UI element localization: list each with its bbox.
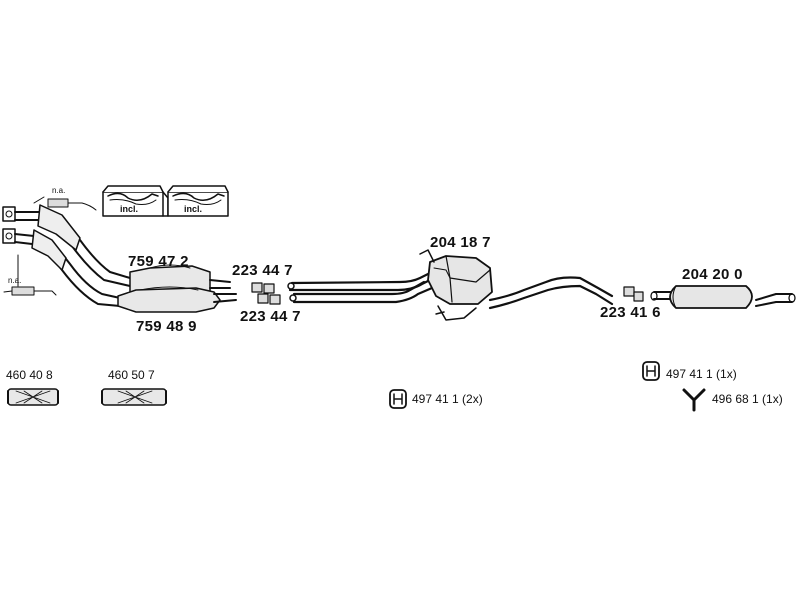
flex-pipe-460408	[7, 388, 59, 406]
part-number-204187: 204 18 7	[430, 234, 491, 251]
part-number-497411-1x: 497 41 1 (1x)	[666, 367, 737, 381]
clamp-223447	[251, 282, 281, 305]
rear-silencer-204200	[650, 285, 796, 309]
label-incl-2: incl.	[184, 204, 203, 214]
rubber-mount-icon-1x	[642, 361, 660, 381]
part-number-204200: 204 20 0	[682, 266, 743, 283]
hanger-y-icon	[682, 388, 706, 412]
part-number-759489: 759 48 9	[136, 318, 197, 335]
part-number-497411-2x: 497 41 1 (2x)	[412, 392, 483, 406]
part-number-460408: 460 40 8	[6, 368, 53, 382]
intermediate-pipe	[287, 270, 436, 304]
rubber-mount-icon-2x	[389, 389, 407, 409]
part-number-223447-top: 223 44 7	[232, 262, 293, 279]
gasket-set-box-1	[102, 185, 169, 217]
gasket-set-box-2	[167, 185, 229, 217]
flex-pipe-460507	[101, 388, 167, 406]
clamp-223416	[623, 286, 644, 302]
label-na-bottom: n.a.	[8, 276, 22, 285]
part-number-496681-1x: 496 68 1 (1x)	[712, 392, 783, 406]
front-pipe-lower	[14, 229, 237, 313]
label-na-top: n.a.	[52, 186, 66, 195]
rear-pipe	[488, 276, 614, 310]
part-number-223447-bottom: 223 44 7	[240, 308, 301, 325]
oxygen-sensor-top	[33, 196, 97, 211]
middle-silencer-204187	[419, 249, 493, 321]
part-number-460507: 460 50 7	[108, 368, 155, 382]
part-number-223416: 223 41 6	[600, 304, 661, 321]
part-number-759472: 759 47 2	[128, 253, 189, 270]
manifold-flanges	[2, 206, 16, 244]
label-incl-1: incl.	[120, 204, 139, 214]
oxygen-sensor-bottom	[3, 254, 57, 296]
